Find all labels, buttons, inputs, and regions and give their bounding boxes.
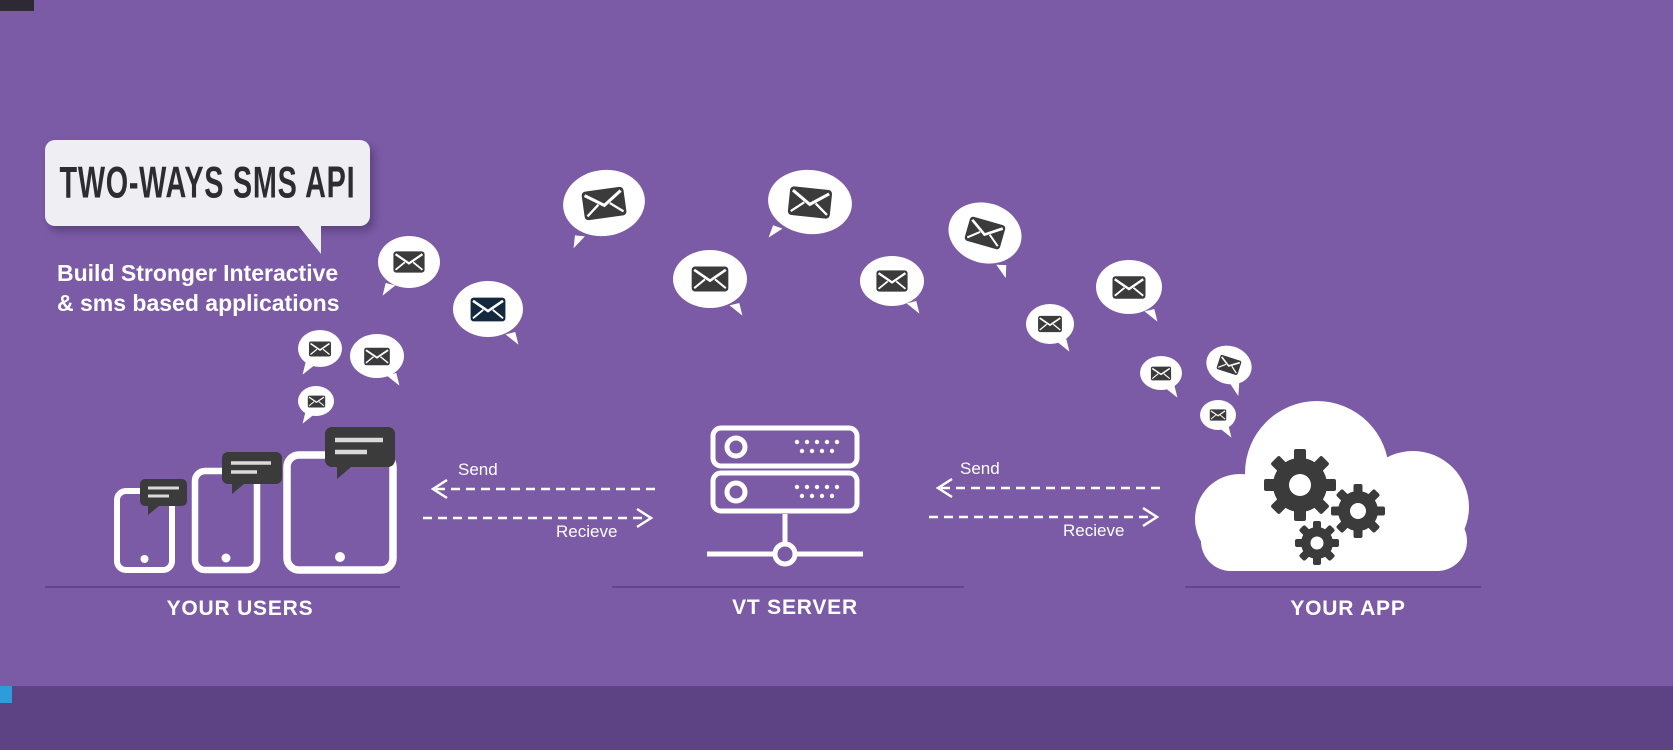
chat-bubble-icon xyxy=(325,427,395,479)
server-divider xyxy=(612,586,964,588)
footer-bar xyxy=(0,686,1673,750)
bubble-tail xyxy=(768,225,783,241)
gear-icon xyxy=(1264,449,1336,521)
envelope-icon xyxy=(581,186,627,220)
sms-bubble xyxy=(378,236,440,299)
gear-icon xyxy=(1331,484,1385,538)
sms-bubble xyxy=(941,193,1029,279)
tagline-line2: & sms based applications xyxy=(57,290,340,317)
sms-bubble xyxy=(1140,356,1182,401)
bubble-tail xyxy=(302,410,316,427)
sms-bubble xyxy=(1201,339,1257,396)
bubble-tail xyxy=(1056,338,1070,355)
envelope-icon xyxy=(307,395,325,407)
bubble-tail xyxy=(505,331,519,348)
speech-bubble-tail xyxy=(297,224,321,254)
envelope-icon xyxy=(876,270,908,292)
sms-bubble xyxy=(860,256,924,317)
receive-label-left: Recieve xyxy=(556,522,618,541)
envelope-icon xyxy=(1209,409,1227,421)
top-left-dark-strip xyxy=(0,0,34,11)
envelope-icon xyxy=(364,347,390,365)
sms-bubble xyxy=(298,386,334,427)
sms-bubble xyxy=(673,250,747,319)
sms-bubble xyxy=(350,334,404,389)
envelope-icon xyxy=(787,185,833,219)
send-label-left: Send xyxy=(458,460,498,479)
envelope-icon xyxy=(691,266,729,292)
bubble-tail xyxy=(729,302,743,319)
server-rack-icon xyxy=(707,425,863,567)
bubble-tail xyxy=(386,372,400,389)
arrowhead-left-icon xyxy=(430,478,448,500)
sms-bubble xyxy=(764,165,856,241)
users-label: YOUR USERS xyxy=(166,597,314,620)
sms-bubble xyxy=(1200,400,1236,441)
envelope-icon xyxy=(1112,275,1146,299)
sms-bubble xyxy=(1096,260,1162,325)
cloud-icon xyxy=(1195,401,1469,571)
arrowhead-right-icon xyxy=(1142,506,1160,528)
footer-accent-square xyxy=(0,686,12,703)
bubble-tail xyxy=(995,264,1007,279)
title-speech-bubble: TWO-WAYS SMS API xyxy=(45,140,370,254)
sms-bubble xyxy=(558,164,650,250)
bubble-tail xyxy=(1164,384,1178,401)
smartphone-icon xyxy=(191,467,261,574)
page-title: TWO-WAYS SMS API xyxy=(59,157,356,208)
tagline-line1: Build Stronger Interactive xyxy=(57,260,339,286)
envelope-icon xyxy=(1150,366,1172,380)
tagline: Build Stronger Interactive & sms based a… xyxy=(57,258,397,319)
users-divider xyxy=(45,586,400,588)
app-label: YOUR APP xyxy=(1290,597,1406,620)
sms-bubble xyxy=(453,281,523,348)
arrowhead-right-icon xyxy=(636,507,654,529)
bubble-tail xyxy=(573,235,585,250)
envelope-icon xyxy=(1038,315,1062,333)
sms-bubble xyxy=(298,330,342,378)
gear-icon xyxy=(1295,521,1339,565)
envelope-icon xyxy=(470,297,506,321)
arrowhead-left-icon xyxy=(935,477,953,499)
envelope-icon xyxy=(1216,354,1242,376)
sms-bubble xyxy=(1026,304,1074,355)
bubble-tail xyxy=(1144,308,1158,325)
envelope-icon xyxy=(964,216,1006,250)
chat-bubble-icon xyxy=(140,479,187,515)
bubble-tail xyxy=(302,361,316,378)
send-label-right: Send xyxy=(960,459,1000,478)
app-divider xyxy=(1185,586,1481,588)
receive-label-right: Recieve xyxy=(1063,521,1125,540)
chat-bubble-icon xyxy=(222,452,282,494)
bubble-tail xyxy=(906,300,920,317)
envelope-icon xyxy=(393,251,425,273)
smartphones-illustration xyxy=(114,427,397,574)
server-label: VT SERVER xyxy=(732,596,858,619)
envelope-icon xyxy=(309,341,331,356)
